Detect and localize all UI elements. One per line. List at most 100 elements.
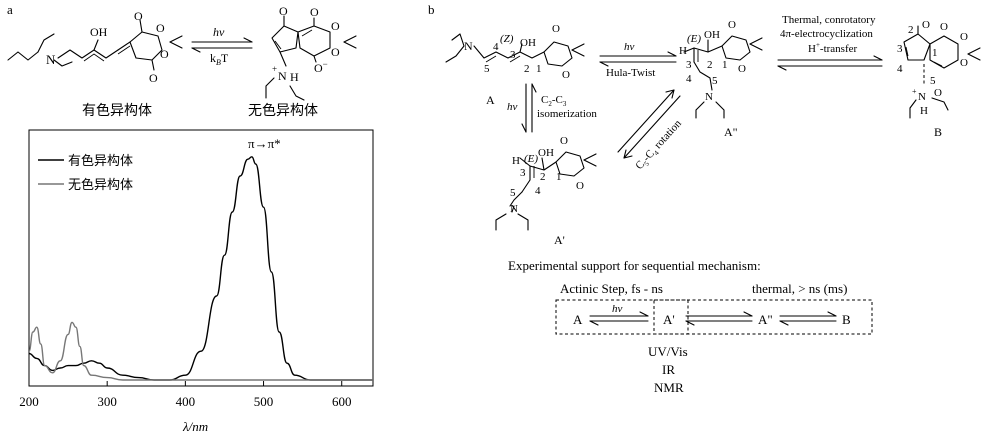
x-tick-label: 300 — [97, 394, 117, 409]
series-line-colored — [28, 156, 373, 381]
actinic-box — [555, 299, 689, 335]
A-amine-n: N — [464, 39, 473, 53]
scheme-A: A — [573, 312, 583, 327]
B-h: H — [920, 105, 928, 117]
A1-n: N — [510, 203, 518, 215]
panel-a-reverse-k: kBT — [210, 51, 229, 67]
panel-a-forward-label: hv — [213, 25, 225, 39]
method-nmr: NMR — [654, 380, 684, 395]
x-tick-label: 500 — [254, 394, 274, 409]
scheme-arrows-A1-A2 — [685, 311, 753, 326]
ring-o-1: O — [156, 21, 165, 35]
x-tick-label: 600 — [332, 394, 352, 409]
structure-B: O 2 3 4 1 5 O O O O N + H — [897, 19, 981, 119]
A-z-label: (Z) — [500, 33, 514, 45]
colored-isomer-structure: N OH O O O O — [7, 9, 183, 85]
A-num-1: 1 — [536, 63, 542, 75]
structure-A2: H (E) OH N 3 4 5 2 1 O O — [679, 19, 763, 119]
peak-annotation: π→π* — [248, 136, 281, 151]
A2-num-2: 2 — [707, 59, 713, 71]
actinic-step-label: Actinic Step, fs - ns — [560, 281, 663, 296]
A2-num-5: 5 — [712, 75, 718, 87]
A1-num-1: 1 — [556, 171, 562, 183]
A1-e-label: (E) — [524, 153, 538, 165]
plot-frame — [28, 129, 374, 387]
structure-A1: OH H (E) N 5 4 3 2 1 O O — [495, 135, 597, 231]
method-ir: IR — [662, 362, 675, 377]
B-num-5: 5 — [930, 75, 936, 87]
B-num-2: 2 — [908, 24, 914, 36]
isomerization-label-2: isomerization — [537, 108, 597, 120]
B-o-bridge: O — [934, 87, 942, 99]
legend-label-colored: 有色异构体 — [68, 153, 133, 169]
thermal-label-2: 4π-electrocyclization — [780, 28, 873, 40]
A2-h: H — [679, 45, 687, 57]
A1-num-2: 2 — [540, 171, 546, 183]
A1-h: H — [512, 155, 520, 167]
label-B: B — [934, 125, 942, 139]
arrows-A-A2 — [599, 51, 677, 67]
A1-num-4: 4 — [535, 185, 541, 197]
B-o-right1: O — [960, 31, 968, 43]
A2-n: N — [705, 91, 713, 103]
B-plus: + — [912, 87, 917, 96]
method-uvvis: UV/Vis — [648, 344, 688, 359]
ammonium-plus: + — [272, 64, 277, 74]
thermal-box — [653, 299, 873, 335]
ketone-o: O — [279, 4, 288, 18]
A-num-5: 5 — [484, 63, 490, 75]
scheme-A2: A" — [758, 312, 773, 327]
A-num-4: 4 — [493, 41, 499, 53]
A-num-2: 2 — [524, 63, 530, 75]
A1-num-3: 3 — [520, 167, 526, 179]
colorless-isomer-structure: O N + H O O− O O — [265, 4, 357, 101]
scheme-hv: hv — [612, 303, 623, 315]
hula-twist-label: Hula-Twist — [606, 67, 655, 79]
panel-a-equilibrium-arrows — [191, 37, 253, 53]
ring-o-b: O — [331, 45, 340, 59]
isomerization-label-1: C2-C3 — [541, 94, 567, 108]
series-line-colorless — [28, 321, 373, 381]
B-num-4: 4 — [897, 63, 903, 75]
A-o-bottom: O — [562, 69, 570, 81]
B-o-top: O — [940, 21, 948, 33]
label-A2: A" — [724, 125, 738, 139]
A2-oh: OH — [704, 29, 720, 41]
structure-A: N OH (Z) 5 4 3 2 1 O O — [445, 23, 585, 81]
hv-label-A-A1: hv — [507, 101, 518, 113]
enolate-o-minus: O− — [314, 59, 328, 75]
thermal-label-1: Thermal, conrotatory — [782, 14, 876, 26]
arrows-A-A1 — [521, 83, 537, 133]
panel-a-label: a — [7, 2, 13, 17]
scheme-B: B — [842, 312, 851, 327]
label-A1: A' — [554, 233, 565, 247]
x-tick-label: 400 — [176, 394, 196, 409]
legend: 有色异构体 无色异构体 — [38, 153, 133, 193]
scheme-A1: A' — [663, 312, 675, 327]
colored-isomer-name: 有色异构体 — [82, 102, 152, 119]
B-o-right2: O — [960, 57, 968, 69]
carbonyl-o-top: O — [134, 9, 143, 23]
thermal-step-label: thermal, > ns (ms) — [752, 281, 847, 296]
panel-b-label: b — [428, 2, 435, 17]
colorless-isomer-name: 无色异构体 — [248, 102, 318, 119]
ring-o-a: O — [331, 19, 340, 33]
A2-num-1: 1 — [722, 59, 728, 71]
A-o-top: O — [552, 23, 560, 35]
ring-o-2: O — [160, 47, 169, 61]
arrows-A1-A2 — [617, 89, 681, 159]
B-num-1: 1 — [932, 47, 938, 59]
B-num-3: 3 — [897, 43, 903, 55]
A-num-3: 3 — [510, 49, 516, 61]
A1-o-top: O — [560, 135, 568, 147]
A1-oh: OH — [538, 147, 554, 159]
carbonyl-o-bottom: O — [149, 71, 158, 85]
enolate-o-top: O — [310, 5, 319, 19]
spectra — [28, 156, 373, 381]
A2-num-3: 3 — [686, 59, 692, 71]
A1-o-bottom: O — [576, 180, 584, 192]
B-n: N — [918, 91, 926, 103]
